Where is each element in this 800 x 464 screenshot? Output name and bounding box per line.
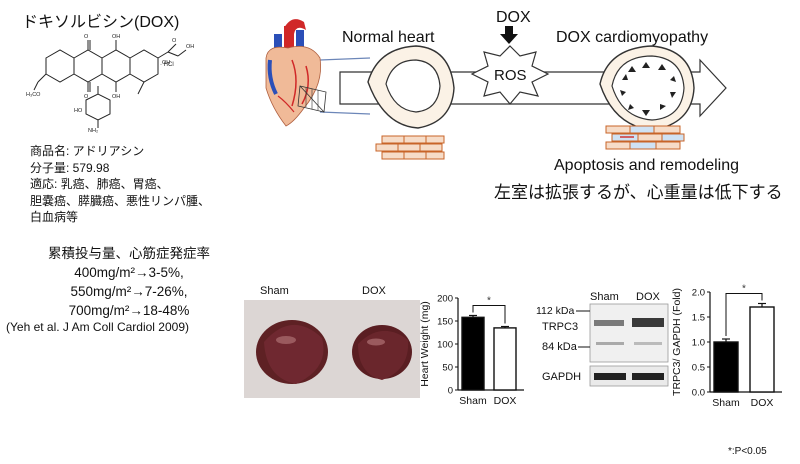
significance-star: *	[487, 295, 491, 306]
bar-dox	[749, 306, 775, 393]
bar-sham	[461, 316, 485, 391]
photo-sham-label: Sham	[260, 285, 289, 297]
trpc3-band	[594, 320, 624, 326]
y-tick-label: 200	[437, 294, 453, 305]
x-tick-label: Sham	[712, 397, 740, 409]
hcl-label: · HCl	[160, 62, 174, 68]
dose-block: 累積投与量、心筋症発症率 400mg/m²→3-5%, 550mg/m²→7-2…	[14, 244, 244, 320]
y-tick-label: 50	[442, 363, 453, 374]
blot-sham-label: Sham	[590, 291, 619, 303]
drug-info: 商品名: アドリアシン 分子量: 579.98 適応: 乳癌、肺癌、胃癌、 胆嚢…	[30, 143, 210, 226]
y-tick-label: 1.0	[692, 338, 705, 349]
svg-text:OH: OH	[162, 60, 170, 66]
significance-bracket	[725, 293, 763, 336]
heart-illustration-icon	[265, 19, 327, 127]
trpc3-blot-panel	[589, 303, 669, 363]
doxorubicin-structure: O OH O OH O OH H₃CO OH NH₂ HO · HCl	[26, 34, 194, 134]
x-tick-label: DOX	[494, 395, 517, 407]
dose-line: 550mg/m²→7-26%,	[70, 284, 188, 299]
blot-dox-label: DOX	[636, 291, 661, 303]
y-tick-label: 100	[437, 340, 453, 351]
drug-title: ドキソルビシン(DOX)	[22, 14, 180, 31]
trpc3-label: TRPC3	[542, 321, 578, 333]
dose-line: 700mg/m²→18-48%	[68, 303, 190, 318]
heart-photo: Sham DOX	[244, 285, 420, 398]
y-tick-label: 150	[437, 317, 453, 328]
trpc3-band	[632, 318, 664, 327]
marker-84: 84 kDa	[542, 341, 578, 353]
y-tick-label: 0	[448, 386, 453, 397]
svg-text:OH: OH	[112, 94, 120, 100]
gapdh-blot-panel	[589, 365, 669, 387]
y-tick-label: 2.0	[692, 288, 705, 299]
info-line: 胆嚢癌、膵臓癌、悪性リンパ腫、	[30, 193, 211, 208]
svg-text:OH: OH	[112, 34, 120, 40]
normal-heart-label: Normal heart	[342, 29, 435, 46]
x-tick-label: Sham	[459, 395, 487, 407]
dose-title: 累積投与量、心筋症発症率	[48, 246, 210, 261]
cardiomyopathy-label: DOX cardiomyopathy	[556, 29, 708, 46]
down-arrow-icon	[500, 26, 518, 44]
western-blot: Sham DOX 112 kDa TRPC3 84 kDa GAPDH	[536, 291, 669, 387]
info-line: 分子量: 579.98	[30, 160, 110, 175]
footnote: *:P<0.05	[728, 446, 767, 457]
dox-myocytes	[605, 125, 685, 150]
gapdh-band	[594, 373, 626, 380]
gapdh-band	[632, 373, 664, 380]
svg-text:O: O	[172, 38, 177, 44]
bar-dox	[493, 327, 517, 391]
photo-dox-label: DOX	[362, 285, 387, 297]
svg-text:NH₂: NH₂	[88, 128, 98, 134]
svg-text:HO: HO	[74, 108, 83, 114]
bar-sham	[713, 341, 739, 393]
y-axis-label: Heart Weight (mg)	[419, 301, 431, 387]
info-line: 白血病等	[30, 210, 79, 224]
svg-text:OH: OH	[186, 44, 194, 50]
svg-text:O: O	[84, 34, 89, 40]
info-line: 商品名: アドリアシン	[30, 144, 145, 158]
x-tick-label: DOX	[751, 397, 774, 409]
apoptosis-label: Apoptosis and remodeling	[554, 157, 739, 174]
cardiomyopathy-heart-section	[599, 45, 695, 131]
info-line: 適応: 乳癌、肺癌、胃癌、	[30, 177, 169, 191]
citation: (Yeh et al. J Am Coll Cardiol 2009)	[6, 320, 189, 334]
y-tick-label: 0.0	[692, 388, 705, 399]
svg-text:H₃CO: H₃CO	[26, 92, 41, 98]
dose-line: 400mg/m²→3-5%,	[74, 265, 184, 280]
ros-label: ROS	[494, 67, 527, 84]
normal-heart-section	[367, 45, 455, 129]
y-tick-label: 0.5	[692, 363, 705, 374]
marker-112: 112 kDa	[536, 305, 574, 317]
ros-burst-icon	[470, 45, 550, 105]
normal-myocytes	[375, 135, 445, 160]
schematic-diagram: Normal heart DOX ROS DOX cardiomyopathy …	[265, 9, 783, 202]
y-axis-label: TRPC3/ GAPDH (Fold)	[671, 288, 683, 396]
svg-text:O: O	[84, 94, 89, 100]
y-tick-label: 1.5	[692, 313, 705, 324]
dox-label: DOX	[496, 9, 531, 26]
significance-bracket	[472, 304, 506, 324]
conclusion-text: 左室は拡張するが、心重量は低下する	[494, 183, 783, 202]
gapdh-label: GAPDH	[542, 371, 581, 383]
significance-star: *	[742, 284, 746, 295]
